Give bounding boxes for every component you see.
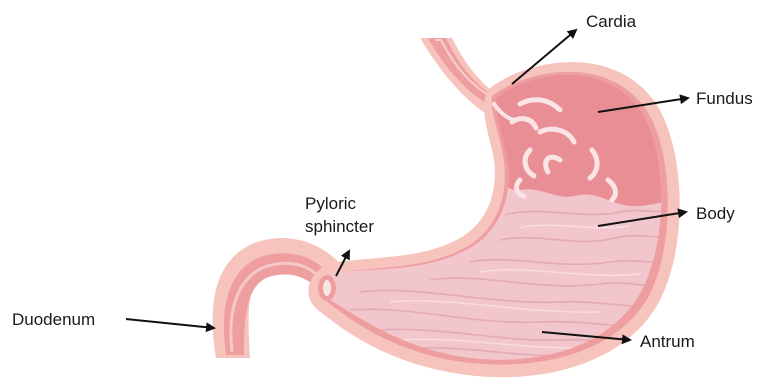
label-antrum: Antrum xyxy=(640,332,695,351)
label-fundus: Fundus xyxy=(696,89,753,108)
label-pyloric-line1: Pyloric xyxy=(305,194,357,213)
label-cardia: Cardia xyxy=(586,12,637,31)
label-pyloric-line2: sphincter xyxy=(305,217,374,236)
pyloric-sphincter-shape xyxy=(318,275,336,301)
duodenum-arrow xyxy=(126,319,214,328)
label-duodenum: Duodenum xyxy=(12,310,95,329)
label-body: Body xyxy=(696,204,735,223)
